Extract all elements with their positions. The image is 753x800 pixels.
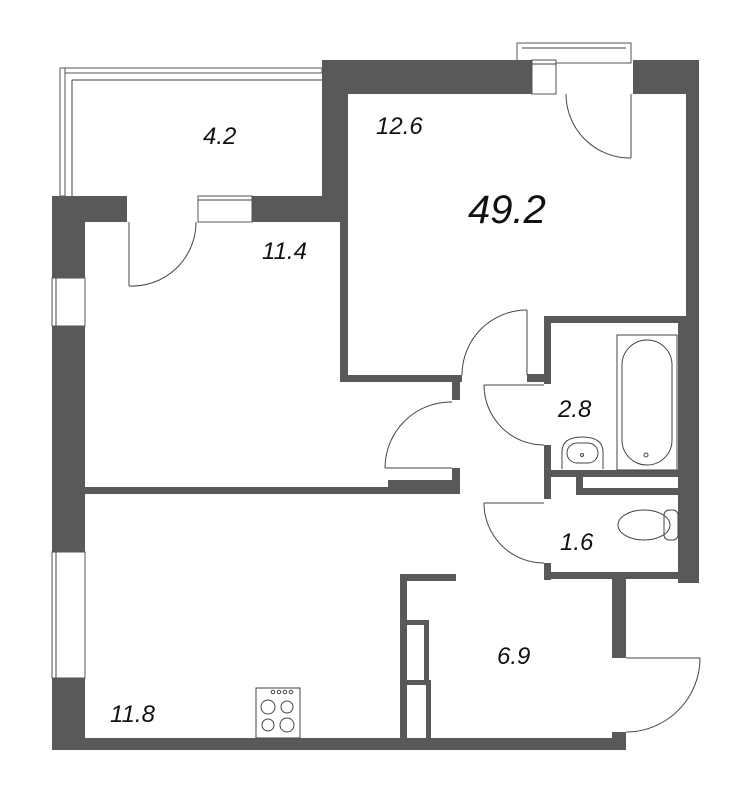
toilet-icon xyxy=(617,509,679,541)
area-label-balcony: 4.2 xyxy=(203,123,237,150)
stove-icon xyxy=(255,687,301,739)
doors xyxy=(128,93,701,733)
bathtub-icon xyxy=(616,334,678,471)
walls xyxy=(52,60,699,750)
area-label-hallway: 6.9 xyxy=(497,643,531,670)
sink-icon xyxy=(561,436,604,469)
area-label-bathroom: 2.8 xyxy=(558,396,592,423)
area-label-room-2: 11.4 xyxy=(262,238,307,265)
total-area-label: 49.2 xyxy=(468,188,546,232)
windows xyxy=(51,59,557,679)
area-label-kitchen: 11.8 xyxy=(110,701,155,728)
balcony-outline xyxy=(59,67,323,197)
area-label-room-1: 12.6 xyxy=(376,113,423,140)
top-bay xyxy=(516,42,632,64)
area-label-toilet: 1.6 xyxy=(560,529,594,556)
